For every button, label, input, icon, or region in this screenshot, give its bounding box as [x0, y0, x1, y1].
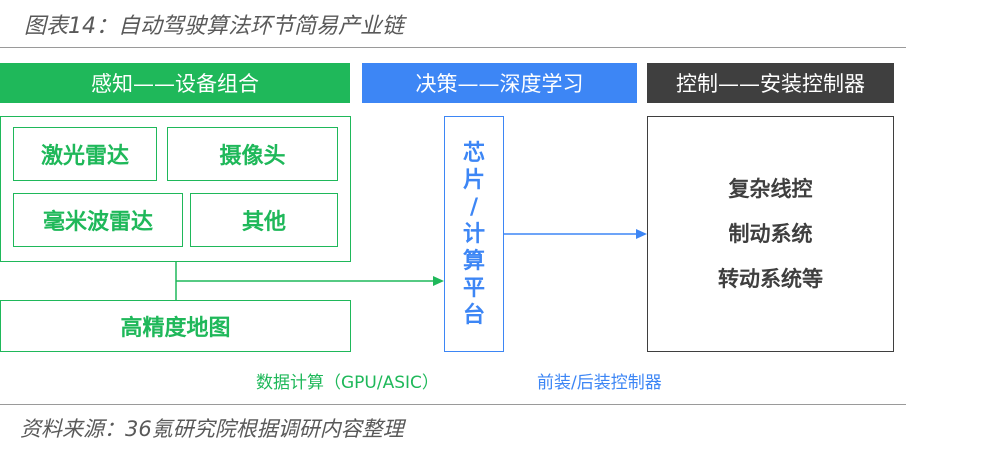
chip-char: 台: [462, 302, 485, 328]
source-note: 资料来源：36氪研究院根据调研内容整理: [20, 417, 404, 441]
data-compute-caption: 数据计算（GPU/ASIC）: [256, 373, 439, 393]
mmwave-radar-box: 毫米波雷达: [13, 193, 183, 247]
chip-char: /: [469, 194, 479, 220]
chip-char: 片: [462, 167, 485, 193]
chip-char: 平: [462, 275, 485, 301]
blue-arrowhead: [636, 229, 647, 239]
control-item: 制动系统: [728, 221, 813, 246]
other-sensors-box: 其他: [190, 193, 338, 247]
top-divider: [0, 47, 906, 48]
perception-to-chip-connector: [175, 262, 444, 300]
green-arrowhead: [433, 276, 444, 286]
control-systems-box: 复杂线控 制动系统 转动系统等: [647, 116, 894, 352]
lidar-box: 激光雷达: [13, 127, 157, 181]
chip-platform-box: 芯 片 / 计 算 平 台: [444, 116, 504, 352]
chip-to-control-connector: [504, 229, 647, 239]
bottom-divider: [0, 404, 906, 405]
chip-char: 芯: [462, 140, 485, 166]
perception-header: 感知——设备组合: [0, 63, 350, 103]
decision-header: 决策——深度学习: [362, 63, 637, 103]
hd-map-box: 高精度地图: [0, 300, 351, 352]
chip-char: 算: [462, 248, 485, 274]
controller-caption: 前装/后装控制器: [537, 373, 662, 393]
figure-title: 图表14：自动驾驶算法环节简易产业链: [24, 14, 404, 39]
chip-char: 计: [462, 221, 485, 247]
control-header: 控制——安装控制器: [647, 63, 894, 103]
control-item: 转动系统等: [718, 266, 823, 291]
camera-box: 摄像头: [167, 127, 338, 181]
control-item: 复杂线控: [728, 176, 813, 201]
